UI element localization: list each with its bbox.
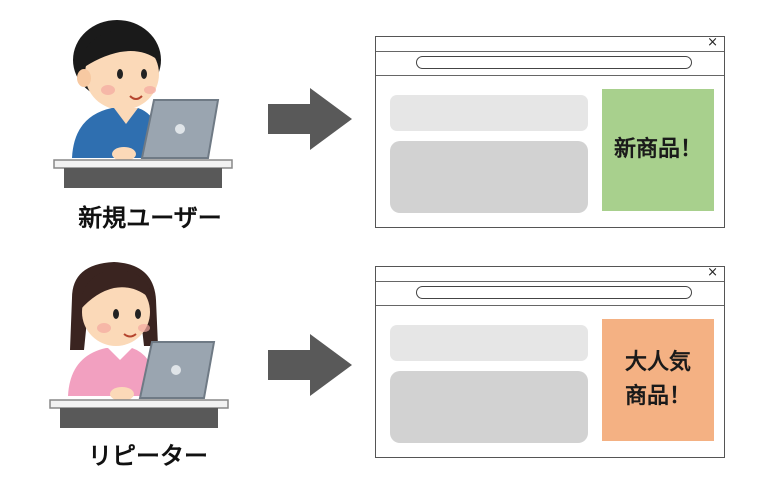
- repeater-label: リピーター: [88, 442, 208, 470]
- title-bar: ×: [376, 35, 724, 52]
- recommendation-banner: 新商品！: [602, 89, 714, 211]
- content-placeholder-top: [390, 95, 588, 131]
- arrow-right-icon: [268, 334, 352, 400]
- content-placeholder-bottom: [390, 371, 588, 443]
- address-bar-strip: [376, 51, 724, 76]
- recommendation-banner: 大人気 商品！: [602, 319, 714, 441]
- browser-window-repeater: × 大人気 商品！: [375, 265, 725, 458]
- address-bar-strip: [376, 281, 724, 306]
- browser-window-new-user: × 新商品！: [375, 35, 725, 228]
- close-icon[interactable]: ×: [707, 35, 718, 50]
- content-placeholder-top: [390, 325, 588, 361]
- repeater-illustration: [48, 250, 248, 434]
- content-placeholder-bottom: [390, 141, 588, 213]
- arrow-right-icon: [268, 88, 352, 154]
- address-bar[interactable]: [416, 56, 692, 69]
- close-icon[interactable]: ×: [707, 265, 718, 280]
- new-user-illustration: [50, 12, 250, 196]
- address-bar[interactable]: [416, 286, 692, 299]
- title-bar: ×: [376, 265, 724, 282]
- new-user-label: 新規ユーザー: [78, 204, 222, 232]
